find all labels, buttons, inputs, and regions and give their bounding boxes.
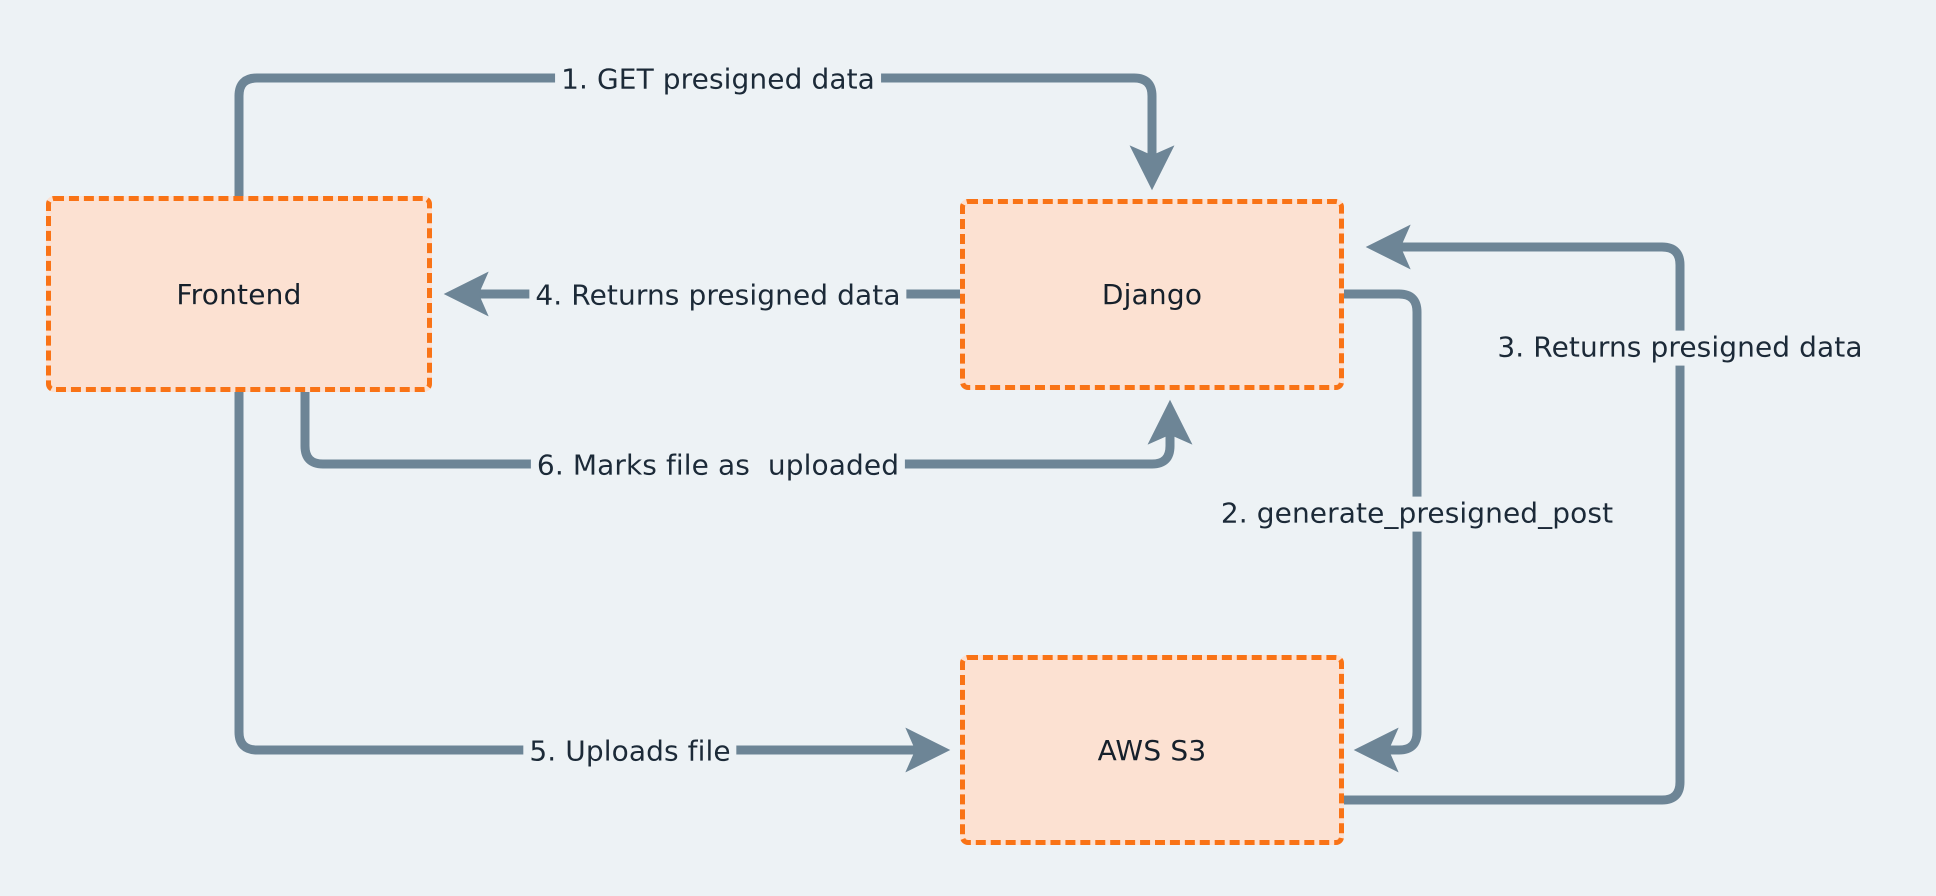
node-frontend[interactable]: Frontend: [46, 196, 432, 392]
edge-label-2: 2. generate_presigned_post: [1214, 496, 1620, 532]
node-django[interactable]: Django: [960, 199, 1344, 390]
edge-label-6: 6. Marks file as uploaded: [530, 448, 906, 484]
node-frontend-label: Frontend: [176, 277, 302, 311]
node-aws-s3-label: AWS S3: [1097, 733, 1207, 767]
node-aws-s3[interactable]: AWS S3: [960, 655, 1344, 845]
edge-label-5: 5. Uploads file: [523, 734, 737, 770]
edge-label-4: 4. Returns presigned data: [529, 278, 907, 314]
edge-label-1: 1. GET presigned data: [555, 62, 881, 98]
edge-3-path: [1339, 224, 1685, 805]
edge-5-path: [234, 387, 951, 773]
node-django-label: Django: [1101, 278, 1203, 311]
edge-label-3: 3. Returns presigned data: [1491, 330, 1869, 366]
